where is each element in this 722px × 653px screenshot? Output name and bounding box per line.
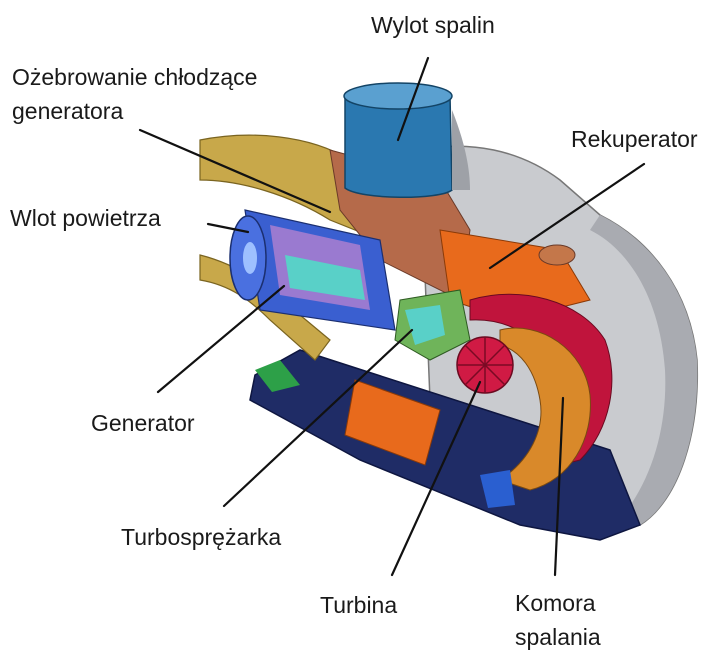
label-wylot-spalin: Wylot spalin [371,12,495,38]
label-ozebrowanie-line1: Ożebrowanie chłodzące [12,64,257,90]
label-wlot-powietrza: Wlot powietrza [10,205,161,231]
air-inlet-hub [243,242,257,274]
label-turbina: Turbina [320,592,397,618]
label-komora-line2: spalania [515,624,601,650]
label-generator: Generator [91,410,195,436]
label-rekuperator: Rekuperator [571,126,698,152]
label-ozebrowanie-line2: generatora [12,98,123,124]
label-komora-line1: Komora [515,590,596,616]
exhaust-outlet-rim [344,83,452,109]
turbine-blades [457,337,513,393]
top-fitting [539,245,575,265]
label-turbosprezarka: Turbosprężarka [121,524,281,550]
